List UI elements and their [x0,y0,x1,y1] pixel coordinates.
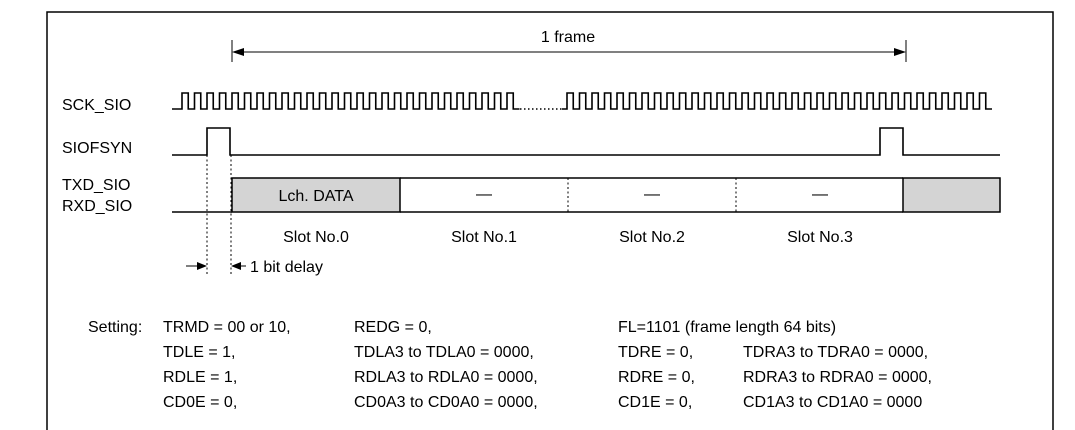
bit-delay-arrows [186,262,246,270]
signal-label-fsyn: SIOFSYN [62,140,132,157]
slot-0-data: Lch. DATA [279,188,354,205]
setting-r3-c1: CD0A3 to CD0A0 = 0000, [354,394,538,411]
signal-label-sck: SCK_SIO [62,97,131,114]
setting-r3-c0: CD0E = 0, [163,394,237,411]
settings-prefix: Setting: [88,319,142,336]
slot-3-data: — [812,186,828,203]
slot-label-2: Slot No.2 [619,229,685,246]
bit-delay-label: 1 bit delay [250,259,323,276]
setting-r1-c3: TDRA3 to TDRA0 = 0000, [743,344,928,361]
setting-r2-c3: RDRA3 to RDRA0 = 0000, [743,369,932,386]
setting-r3-c3: CD1A3 to CD1A0 = 0000 [743,394,922,411]
setting-r1-c2: TDRE = 0, [618,344,693,361]
setting-r2-c2: RDRE = 0, [618,369,695,386]
figure-border [46,11,1054,430]
setting-r0-c0: TRMD = 00 or 10, [163,319,291,336]
frame-label: 1 frame [541,29,595,46]
signal-label-rxd: RXD_SIO [62,198,132,215]
sck-clock-wave [172,92,520,110]
slot-label-0: Slot No.0 [283,229,349,246]
frame-arrow [231,40,907,62]
fsyn-wave [172,127,1000,156]
slot-label-1: Slot No.1 [451,229,517,246]
setting-r2-c0: RDLE = 1, [163,369,237,386]
signal-label-txd: TXD_SIO [62,177,130,194]
slot-1-data: — [476,186,492,203]
slot-label-3: Slot No.3 [787,229,853,246]
sck-clock-wave-continued [562,92,992,110]
slot-2-data: — [644,186,660,203]
setting-r0-c1: REDG = 0, [354,319,432,336]
data-line [172,177,1001,213]
slot-0-data-cell [231,177,401,213]
setting-r1-c0: TDLE = 1, [163,344,235,361]
next-frame-data-cell [902,177,1001,213]
setting-r1-c1: TDLA3 to TDLA0 = 0000, [354,344,534,361]
setting-r3-c2: CD1E = 0, [618,394,692,411]
setting-r2-c1: RDLA3 to RDLA0 = 0000, [354,369,538,386]
setting-r0-c2: FL=1101 (frame length 64 bits) [618,319,836,336]
